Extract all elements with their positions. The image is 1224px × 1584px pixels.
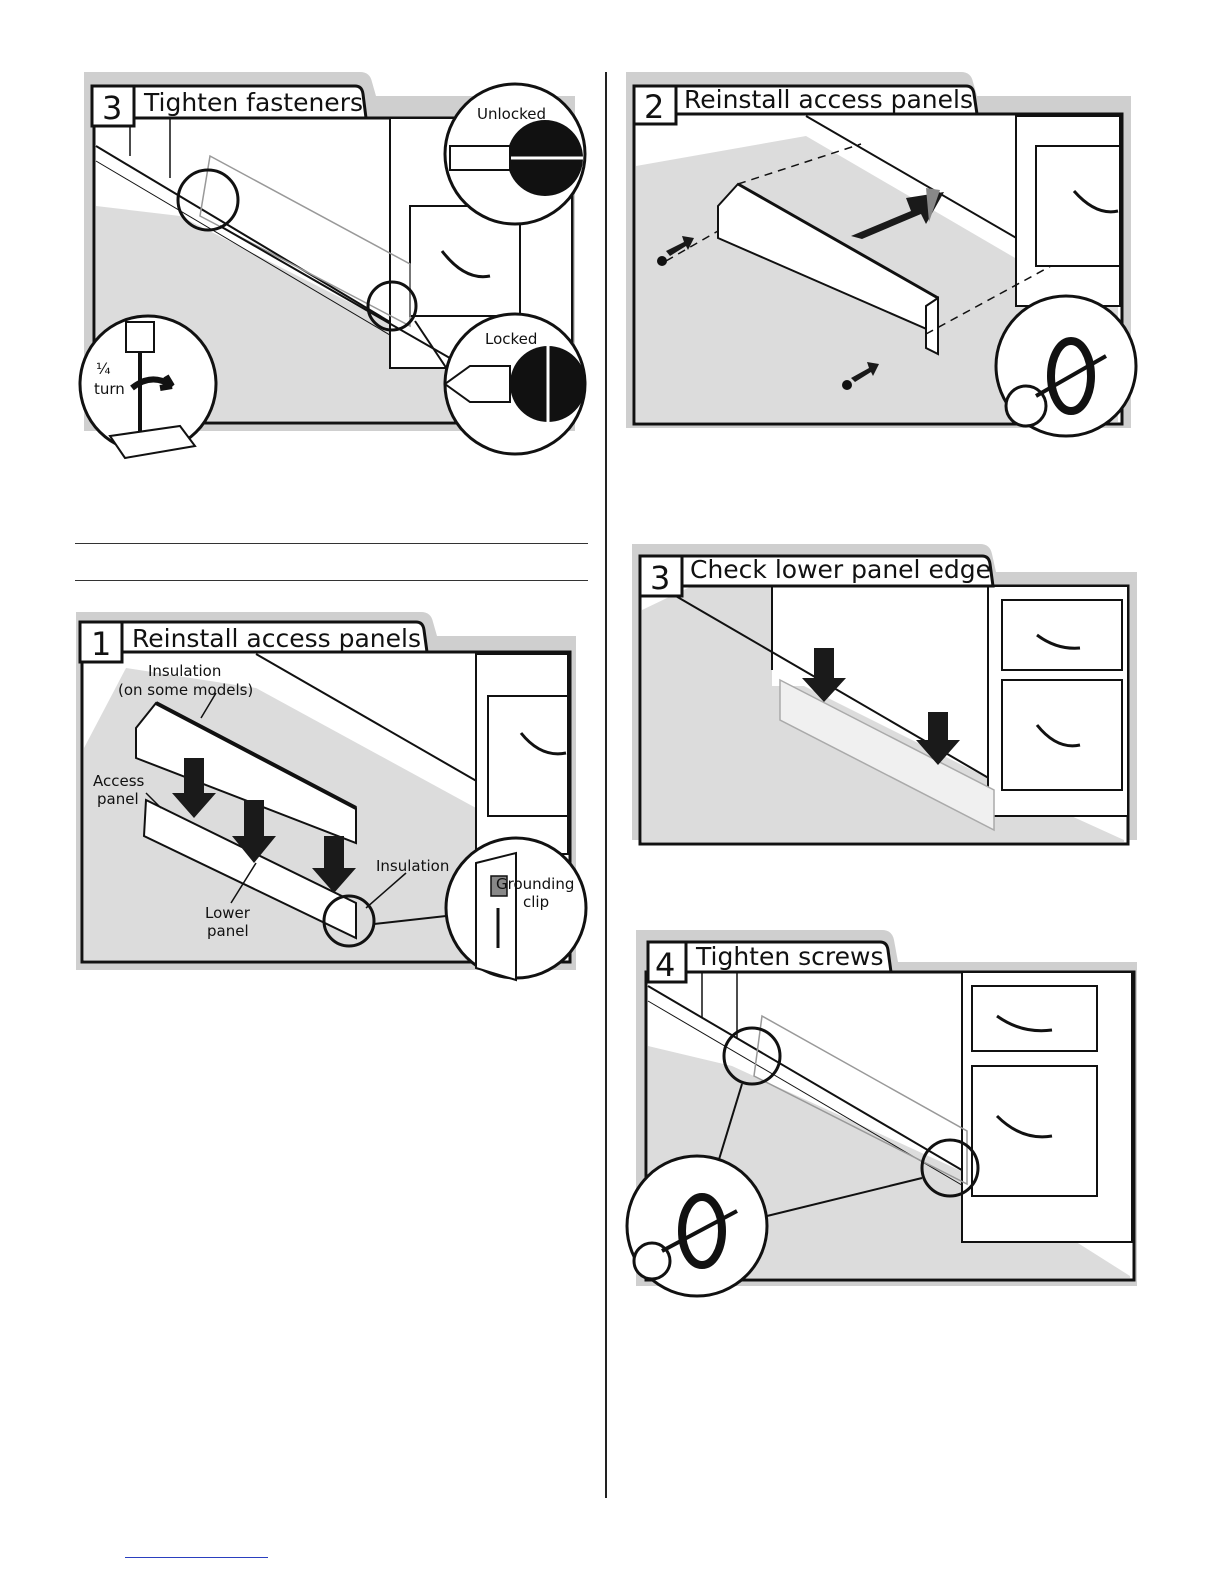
- step-number: 2: [644, 88, 664, 126]
- screw-icon-2: [842, 380, 852, 390]
- label-lower: Lower: [205, 904, 251, 922]
- label-access: Access: [93, 772, 145, 790]
- label-insulation-top-sub: (on some models): [118, 681, 253, 699]
- cabinet-drawer-top: [1002, 600, 1122, 670]
- section-rule-bottom: [75, 580, 588, 581]
- label-insulation-top: Insulation: [148, 662, 221, 680]
- screwdriver-handle-icon: [126, 322, 154, 352]
- step-number: 4: [655, 946, 675, 984]
- panel-tighten-screws: 4 Tighten screws: [622, 926, 1147, 1301]
- section-rule-top: [75, 543, 588, 544]
- label-turn: turn: [94, 380, 125, 398]
- cabinet-drawer: [972, 1066, 1097, 1196]
- step-title: Tighten screws: [695, 942, 884, 971]
- panel-reinstall-right: 2 Reinstall access panels: [626, 66, 1146, 441]
- footer-link-underline: [125, 1557, 268, 1558]
- step-number: 3: [102, 89, 122, 127]
- label-quarter: ¼: [96, 360, 111, 378]
- cabinet-drawer: [1002, 680, 1122, 790]
- cabinet-drawer-top: [972, 986, 1097, 1051]
- step-title: Check lower panel edge: [690, 555, 991, 584]
- panel-reinstall-left: Insulation (on some models) Access panel…: [66, 608, 596, 983]
- panel-tighten-fasteners: Unlocked Locked ¼ turn 3 Tighten fastene…: [70, 66, 595, 461]
- cabinet-drawer: [1036, 146, 1120, 266]
- label-locked: Locked: [485, 330, 537, 348]
- label-grounding-sub: clip: [523, 893, 549, 911]
- cabinet-drawer: [488, 696, 568, 816]
- step-title: Reinstall access panels: [684, 85, 973, 114]
- fastener-unlocked-icon: [450, 146, 510, 170]
- label-lower-sub: panel: [207, 922, 249, 940]
- label-unlocked: Unlocked: [477, 105, 546, 123]
- screw-icon: [657, 256, 667, 266]
- label-grounding: Grounding: [496, 875, 574, 893]
- panel-check-edge: 3 Check lower panel edge: [632, 540, 1152, 850]
- step-number: 3: [650, 559, 670, 597]
- step-title: Reinstall access panels: [132, 624, 421, 653]
- label-access-sub: panel: [97, 790, 139, 808]
- step-number: 1: [91, 625, 111, 663]
- step-title: Tighten fasteners: [143, 88, 363, 117]
- column-divider: [605, 72, 607, 1498]
- label-insulation-right: Insulation: [376, 857, 449, 875]
